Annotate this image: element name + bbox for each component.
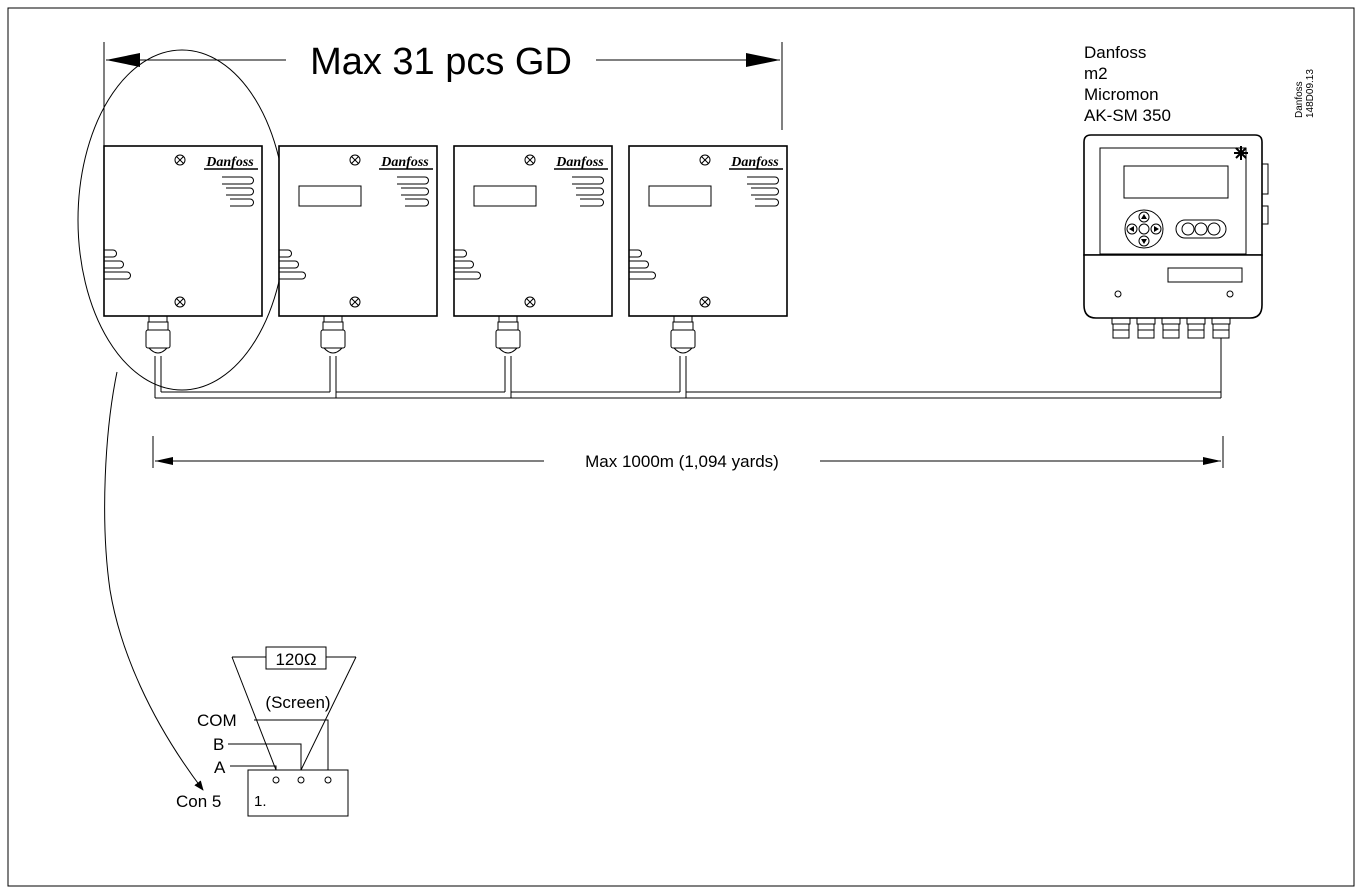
vent-slots-left-icon	[279, 249, 306, 280]
detector-housing	[103, 145, 263, 317]
gas-detector-3: Danfoss	[453, 145, 613, 398]
controller-lower-housing	[1083, 254, 1263, 319]
arrowhead-right	[746, 53, 780, 67]
danfoss-logo-icon: Danfoss	[729, 155, 783, 170]
connector-pin-2	[297, 776, 305, 784]
gas-detector-2: Danfoss	[278, 145, 438, 398]
vent-slots-left-icon	[454, 249, 481, 280]
max-gd-dimension: Max 31 pcs GD	[103, 41, 783, 146]
vent-slots-left-icon	[629, 249, 656, 280]
svg-text:Danfoss: Danfoss	[555, 155, 604, 170]
screw-icon	[174, 296, 186, 308]
danfoss-logo-icon: Danfoss	[379, 155, 433, 170]
vent-slots-right-icon	[397, 176, 429, 207]
detail-leader-arrow	[104, 371, 204, 791]
terminal-a-label: A	[214, 758, 226, 777]
page-frame	[7, 7, 1355, 887]
arrowhead-left	[155, 457, 173, 465]
connector-pin-1	[272, 776, 280, 784]
svg-text:Danfoss: Danfoss	[730, 155, 779, 170]
controller-model-aksm: AK-SM 350	[1084, 106, 1171, 125]
gas-detector-4: Danfoss	[628, 145, 788, 398]
screw-icon	[699, 154, 711, 166]
vent-slots-left-icon	[104, 249, 131, 280]
terminal-b-label: B	[213, 735, 224, 754]
vent-slots-right-icon	[572, 176, 604, 207]
wire-com	[254, 719, 329, 770]
screw-icon	[349, 296, 361, 308]
drawing-code: Danfoss 148D09.13	[1294, 69, 1316, 118]
controller-display	[1123, 165, 1229, 199]
danfoss-logo-icon: Danfoss	[554, 155, 608, 170]
screw-icon	[699, 296, 711, 308]
screw-icon	[524, 154, 536, 166]
resistor-symbol	[265, 646, 327, 670]
connector-label: Con 5	[176, 792, 221, 811]
mounting-hole-right	[1226, 290, 1234, 298]
wire-b	[228, 743, 302, 770]
bus-cable	[155, 338, 1222, 399]
arrowhead-right	[1203, 457, 1221, 465]
cable-gland-icon	[320, 315, 346, 398]
controller-model-m2: m2	[1084, 64, 1108, 83]
display-window	[473, 185, 537, 207]
terminal-cover-slot	[1167, 267, 1243, 283]
pin-one-label: 1.	[254, 793, 267, 810]
display-window	[298, 185, 362, 207]
detector-housing	[278, 145, 438, 317]
danfoss-logo-icon: Danfoss	[204, 155, 258, 170]
max-length-dimension: Max 1000m (1,094 yards)	[152, 436, 1224, 471]
max-length-label: Max 1000m (1,094 yards)	[585, 452, 779, 471]
screw-icon	[349, 154, 361, 166]
cable-gland-icon	[670, 315, 696, 398]
screw-icon	[174, 154, 186, 166]
side-knob-upper	[1261, 163, 1269, 195]
controller-model-micromon: Micromon	[1084, 85, 1159, 104]
vent-slots-right-icon	[222, 176, 254, 207]
connector-block	[247, 769, 349, 817]
side-knob-lower	[1261, 205, 1269, 225]
gas-detector-1: Danfoss	[103, 145, 263, 398]
controller-front-panel	[1099, 147, 1247, 255]
terminal-com-label: COM	[197, 711, 237, 730]
mounting-hole-left	[1114, 290, 1122, 298]
detector-housing	[453, 145, 613, 317]
controller-brand: Danfoss	[1084, 43, 1146, 62]
svg-text:Danfoss: Danfoss	[1294, 81, 1305, 118]
controller-cable-entries	[1111, 317, 1231, 339]
connector-detail: 120Ω (Screen) COM B A 1. Con 5	[176, 646, 357, 817]
function-buttons-icon	[1175, 219, 1227, 239]
svg-text:Danfoss: Danfoss	[205, 155, 254, 170]
svg-text:148D09.13: 148D09.13	[1305, 69, 1316, 118]
navigation-pad-icon	[1124, 209, 1164, 249]
wire-a	[230, 765, 277, 770]
cable-gland-icon	[145, 315, 171, 398]
display-window	[648, 185, 712, 207]
max-gd-label: Max 31 pcs GD	[310, 41, 572, 83]
arrowhead-left	[106, 53, 140, 67]
svg-text:Danfoss: Danfoss	[380, 155, 429, 170]
vent-slots-right-icon	[747, 176, 779, 207]
cable-gland-icon	[495, 315, 521, 398]
asterisk-icon	[1234, 146, 1248, 160]
connector-pin-3	[324, 776, 332, 784]
detector-housing	[628, 145, 788, 317]
screw-icon	[524, 296, 536, 308]
screen-label: (Screen)	[265, 693, 330, 712]
resistor-label: 120Ω	[275, 650, 316, 669]
controller-device	[1083, 134, 1269, 339]
controller-label-block: Danfoss m2 Micromon AK-SM 350	[1084, 43, 1171, 125]
